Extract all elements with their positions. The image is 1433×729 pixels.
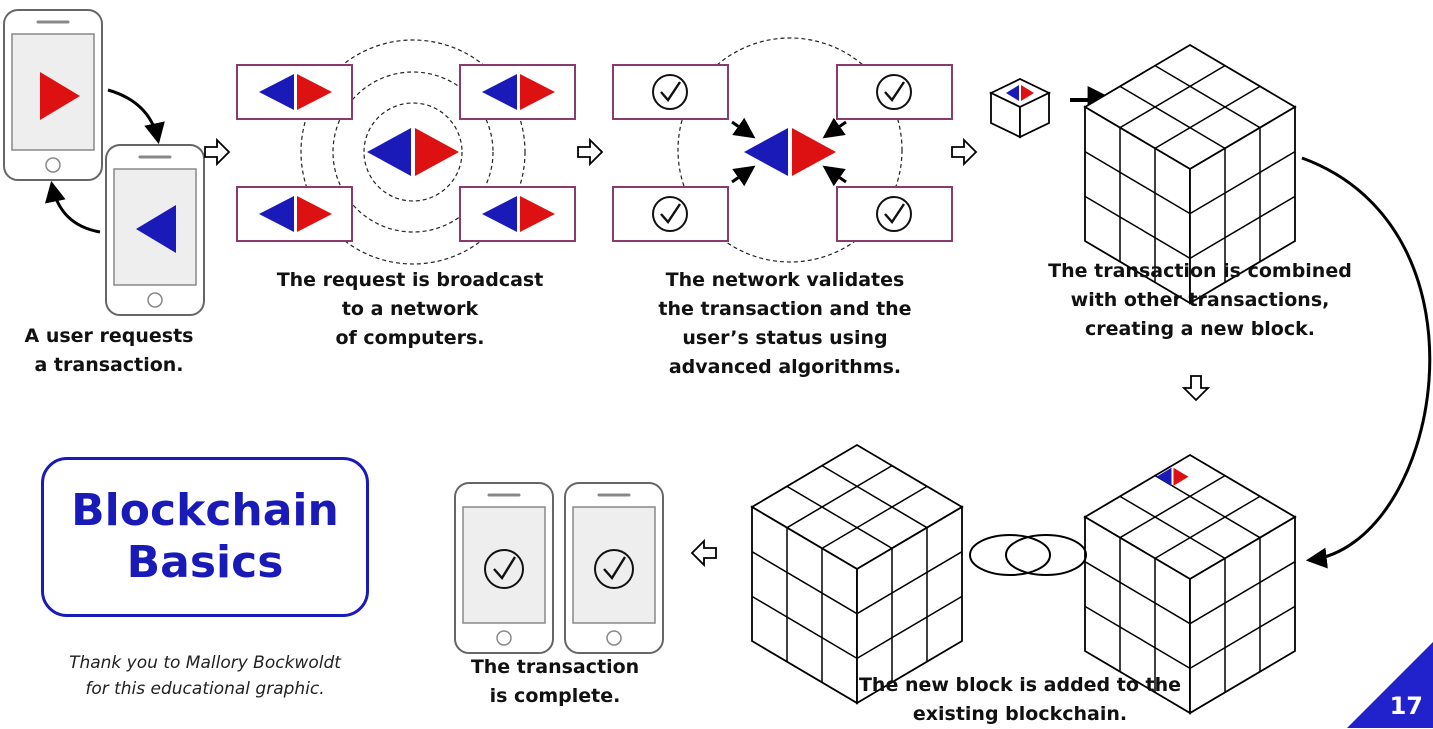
curved-arrow bbox=[45, 180, 101, 234]
page-number: 17 bbox=[1389, 692, 1423, 720]
left-arrow-icon bbox=[691, 540, 717, 566]
curved-arrow bbox=[1301, 156, 1432, 569]
down-arrow-icon bbox=[1183, 375, 1209, 401]
right-arrow-icon bbox=[951, 139, 977, 165]
validation-network bbox=[611, 37, 954, 263]
chain-link-icon bbox=[969, 534, 1087, 576]
caption-request: A user requests a transaction. bbox=[24, 325, 194, 376]
blockchain-cube bbox=[750, 443, 964, 705]
phone-icon bbox=[453, 481, 555, 655]
phone-icon bbox=[104, 143, 206, 317]
page-corner bbox=[1347, 642, 1433, 728]
network-computer-icon bbox=[236, 64, 353, 120]
right-arrow-icon bbox=[204, 139, 230, 165]
credit-text: Thank you to Mallory Bockwoldt for this … bbox=[69, 653, 341, 699]
network-computer-icon bbox=[459, 64, 576, 120]
title-box: Blockchain Basics bbox=[41, 457, 369, 617]
caption-validate: The network validates the transaction an… bbox=[658, 269, 912, 378]
network-computer-icon bbox=[611, 63, 730, 121]
network-computer-icon bbox=[236, 186, 353, 242]
caption-added: The new block is added to the existing b… bbox=[858, 674, 1182, 725]
new-block-cube bbox=[1083, 43, 1297, 305]
phone-icon bbox=[2, 8, 104, 182]
cube-group bbox=[750, 43, 1297, 715]
network-computer-icon bbox=[611, 185, 730, 243]
network-computer-icon bbox=[459, 186, 576, 242]
right-arrow-icon bbox=[577, 139, 603, 165]
phone-icon bbox=[563, 481, 665, 655]
caption-broadcast: The request is broadcast to a network of… bbox=[276, 269, 544, 349]
title-line: Blockchain bbox=[71, 485, 339, 536]
added-block-cube bbox=[1083, 453, 1297, 715]
block-cube-icon bbox=[988, 78, 1052, 139]
network-computer-icon bbox=[835, 63, 954, 121]
title-line: Basics bbox=[126, 537, 284, 588]
broadcast-network bbox=[236, 39, 576, 265]
network-computer-icon bbox=[835, 185, 954, 243]
caption-complete: The transaction is complete. bbox=[470, 656, 640, 707]
caption-combine: The transaction is combined with other t… bbox=[1048, 260, 1352, 340]
curved-arrow bbox=[107, 88, 165, 145]
